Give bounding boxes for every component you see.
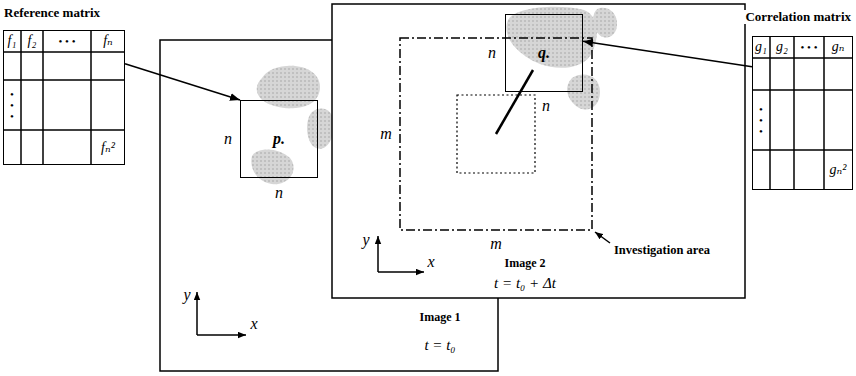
- matrix-grid: [3, 30, 125, 165]
- particle-blob: [307, 108, 334, 148]
- particle-blob: [251, 149, 293, 184]
- callout-label: Investigation area: [614, 244, 710, 258]
- matrix-cell: fₙ: [103, 33, 113, 48]
- displacement-vector: [496, 70, 533, 134]
- point-label: p.: [273, 130, 285, 148]
- matrix-grid: [90, 30, 92, 165]
- matrix-grid: [752, 57, 853, 59]
- matrix-grid: [3, 129, 125, 131]
- connector-arrow: [583, 41, 752, 67]
- coordinate-axes: [197, 334, 246, 336]
- matrix-cell: • • •: [58, 35, 75, 47]
- investigation-area: [400, 38, 592, 230]
- image-label: t = t₀ + Δt: [494, 275, 556, 292]
- matrix-grid: [752, 149, 853, 151]
- image-label: Image 1: [420, 311, 461, 324]
- particle-blob: [251, 66, 334, 184]
- interrogation-window: p.: [240, 100, 318, 178]
- matrix-cell: gₙ²: [830, 162, 847, 177]
- coordinate-axes: [378, 271, 424, 273]
- coordinate-axes: [378, 236, 424, 272]
- matrix-grid: [20, 30, 22, 165]
- particle-blob: [506, 7, 617, 110]
- axis-label: y: [183, 286, 190, 304]
- matrix-grid: [42, 30, 44, 165]
- matrix-cell: • • •: [800, 41, 817, 53]
- matrix-grid: [3, 51, 125, 53]
- matrix-grid: [3, 79, 125, 81]
- point-label: q.: [538, 44, 550, 62]
- image-label: t = t₀: [424, 337, 455, 354]
- dimension-label: m: [380, 125, 392, 143]
- coordinate-axes: [377, 236, 379, 272]
- coordinate-axes: [196, 292, 198, 335]
- matrix-grid: [769, 36, 771, 190]
- matrix-grid: [752, 89, 853, 91]
- matrix-cell: g₁: [755, 39, 767, 54]
- dimension-label: m: [490, 235, 502, 253]
- matrix-cell: f₁: [8, 33, 17, 48]
- matrix-title: Reference matrix: [2, 6, 102, 20]
- matrix-grid: [793, 36, 795, 190]
- particle-blob: [593, 8, 617, 38]
- particle-blob: [567, 74, 600, 109]
- matrix-cell: fₙ²: [101, 140, 115, 155]
- dimension-label: n: [542, 97, 550, 115]
- matrix-cell: • • •: [758, 104, 764, 137]
- matrix-cell: f₂: [28, 33, 37, 48]
- dimension-label: n: [275, 184, 283, 202]
- connector-arrow: [125, 64, 240, 100]
- matrix-cell: g₂: [776, 39, 788, 54]
- matrix-title: Correlation matrix: [743, 10, 853, 24]
- image-frame: Image 1 t = t₀ p.: [160, 40, 498, 371]
- matrix-grid: [823, 36, 825, 190]
- interrogation-window: q.: [505, 14, 583, 92]
- leader-arrow: [595, 232, 610, 243]
- dimension-label: n: [488, 44, 496, 62]
- coordinate-axes: [197, 292, 246, 335]
- axis-label: x: [250, 315, 257, 333]
- dimension-label: n: [224, 130, 232, 148]
- matrix-grid: [752, 36, 853, 190]
- axis-label: x: [427, 253, 434, 271]
- matrix-cell: • • •: [9, 89, 15, 122]
- axis-label: y: [362, 231, 369, 249]
- matrix-cell: gₙ: [832, 39, 845, 54]
- image-sheet: [332, 4, 745, 298]
- particle-blob: [257, 66, 320, 109]
- image-label: Image 2: [505, 257, 546, 270]
